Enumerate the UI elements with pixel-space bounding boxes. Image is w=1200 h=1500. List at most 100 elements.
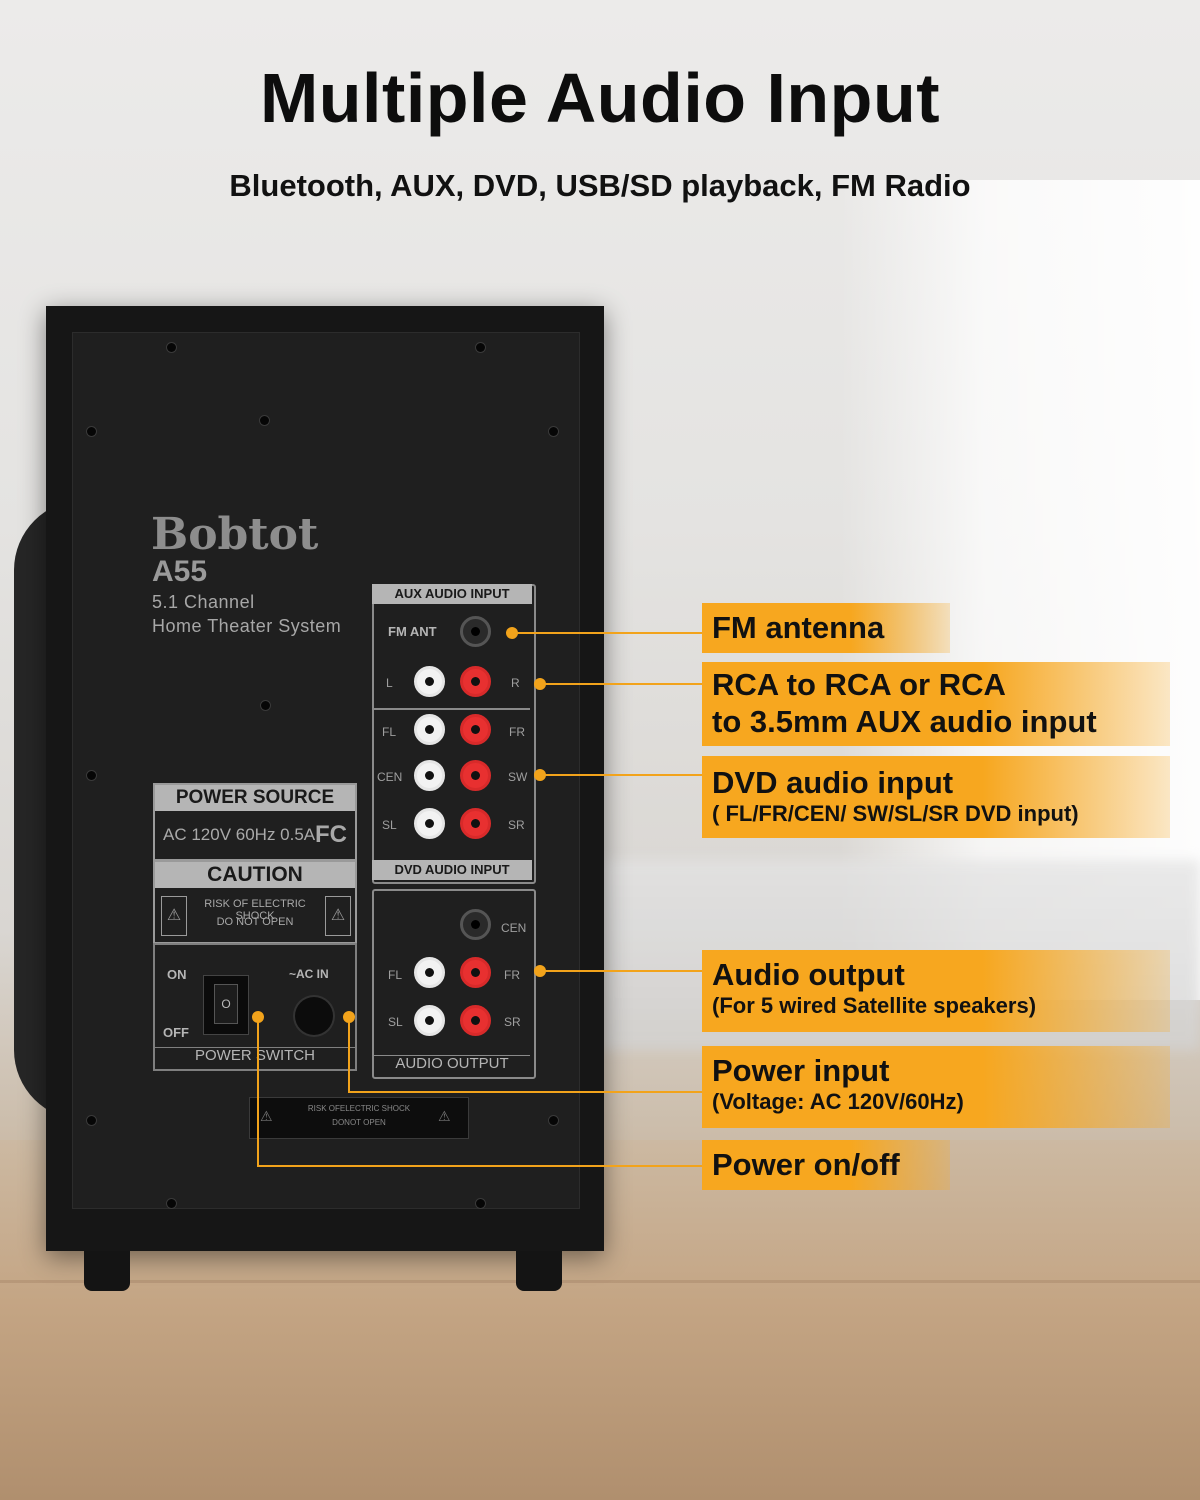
- aux-right-jack[interactable]: [460, 666, 491, 697]
- switch-off-label: OFF: [163, 1025, 189, 1040]
- caution-title: CAUTION: [155, 862, 355, 888]
- aux-dvd-divider: [374, 708, 530, 710]
- subwoofer-foot-left: [84, 1251, 130, 1291]
- aux-callout-line: [540, 683, 702, 685]
- out-fr-jack[interactable]: [460, 957, 491, 988]
- ac-power-socket[interactable]: [295, 997, 333, 1035]
- ac-in-label: ~AC IN: [289, 967, 329, 981]
- exclamation-warning-icon: ⚠: [325, 896, 351, 936]
- callout-audio-output-sub: (For 5 wired Satellite speakers): [712, 993, 1037, 1018]
- caution-line1: RISK OF ELECTRIC SHOCK: [204, 898, 306, 922]
- subwoofer-back-panel: Bobtot A55 5.1 Channel Home Theater Syst…: [46, 306, 604, 1291]
- screw-icon: [476, 343, 485, 352]
- bottom-warning-line1: RISK OFELECTRIC SHOCK: [307, 1104, 411, 1113]
- screw-icon: [167, 1199, 176, 1208]
- dvd-fl-jack[interactable]: [414, 714, 445, 745]
- aux-left-label: L: [386, 676, 393, 690]
- out-fr-label: FR: [504, 968, 520, 982]
- dvd-fr-jack[interactable]: [460, 714, 491, 745]
- callout-dvd-input-title: DVD audio input: [712, 765, 954, 800]
- out-sl-label: SL: [388, 1015, 403, 1029]
- bottom-warning-plate: ⚠ RISK OFELECTRIC SHOCK DONOT OPEN ⚠: [249, 1097, 469, 1139]
- dvd-callout-line: [540, 774, 702, 776]
- out-cen-jack[interactable]: [460, 909, 491, 940]
- floor-grain: [0, 1280, 1200, 1283]
- dvd-sr-label: SR: [508, 818, 525, 832]
- callout-aux-input-line1: RCA to RCA or RCA: [712, 667, 1006, 702]
- callout-power-input-sub: (Voltage: AC 120V/60Hz): [712, 1089, 964, 1114]
- switch-on-label: ON: [167, 967, 187, 982]
- dvd-fl-label: FL: [382, 725, 397, 739]
- product-description-line1: 5.1 Channel: [152, 592, 255, 612]
- power-input-callout-line: [348, 1091, 702, 1093]
- out-sr-jack[interactable]: [460, 1005, 491, 1036]
- shock-warning-icon: ⚠: [161, 896, 187, 936]
- dvd-sl-jack[interactable]: [414, 808, 445, 839]
- out-cen-label: CEN: [501, 921, 527, 935]
- input-jack-panel: AUX AUDIO INPUT FM ANT L R FL FR CEN SW …: [372, 584, 536, 884]
- power-switch-panel: ON OFF O ~AC IN POWER SWITCH: [153, 943, 357, 1071]
- out-fl-label: FL: [388, 968, 403, 982]
- warning-triangle-icon: ⚠: [438, 1108, 451, 1124]
- screw-icon: [87, 1116, 96, 1125]
- callout-fm-antenna-title: FM antenna: [712, 610, 885, 645]
- callout-dvd-input-sub: ( FL/FR/CEN/ SW/SL/SR DVD input): [712, 801, 1079, 826]
- product-description-line2: Home Theater System: [152, 616, 342, 636]
- headline: Multiple Audio Input: [259, 59, 941, 137]
- fm-antenna-callout-line: [512, 632, 702, 634]
- output-divider: [374, 1055, 530, 1056]
- caution-label: CAUTION ⚠ RISK OF ELECTRIC SHOCK DO NOT …: [153, 860, 357, 944]
- screw-icon: [87, 771, 96, 780]
- fm-antenna-jack[interactable]: [460, 616, 491, 647]
- power-source-title: POWER SOURCE: [155, 785, 355, 811]
- callout-aux-input: RCA to RCA or RCA to 3.5mm AUX audio inp…: [702, 662, 1170, 746]
- callout-fm-antenna: FM antenna: [702, 603, 950, 653]
- screw-icon: [549, 1116, 558, 1125]
- power-source-label: POWER SOURCE AC 120V 60Hz 0.5A FC: [153, 783, 357, 861]
- rocker-switch-symbol: O: [214, 984, 238, 1024]
- subwoofer-foot-right: [516, 1251, 562, 1291]
- bottom-warning-line2: DONOT OPEN: [332, 1118, 386, 1127]
- out-sl-jack[interactable]: [414, 1005, 445, 1036]
- callout-power-input: Power input (Voltage: AC 120V/60Hz): [702, 1046, 1170, 1128]
- warning-triangle-icon: ⚠: [260, 1108, 273, 1124]
- aux-input-title: AUX AUDIO INPUT: [372, 584, 532, 604]
- callout-dvd-input: DVD audio input ( FL/FR/CEN/ SW/SL/SR DV…: [702, 756, 1170, 838]
- callout-power-switch-title: Power on/off: [712, 1147, 900, 1182]
- fcc-logo: FC: [315, 821, 347, 848]
- screw-icon: [261, 701, 270, 710]
- callout-aux-input-line2: to 3.5mm AUX audio input: [712, 704, 1097, 739]
- subheadline: Bluetooth, AUX, DVD, USB/SD playback, FM…: [229, 168, 971, 203]
- dvd-sw-label: SW: [508, 770, 528, 784]
- dvd-sw-jack[interactable]: [460, 760, 491, 791]
- caution-line2: DO NOT OPEN: [216, 916, 294, 928]
- output-jack-panel: CEN FL FR SL SR AUDIO OUTPUT: [372, 889, 536, 1079]
- dvd-cen-jack[interactable]: [414, 760, 445, 791]
- rear-plate: Bobtot A55 5.1 Channel Home Theater Syst…: [72, 332, 580, 1209]
- dvd-cen-label: CEN: [377, 770, 403, 784]
- power-input-callout-vline: [348, 1017, 350, 1092]
- rocker-switch[interactable]: O: [203, 975, 249, 1035]
- callout-audio-output: Audio output (For 5 wired Satellite spea…: [702, 950, 1170, 1032]
- screw-icon: [260, 416, 269, 425]
- dvd-sl-label: SL: [382, 818, 397, 832]
- power-source-spec: AC 120V 60Hz 0.5A: [163, 825, 316, 844]
- screw-icon: [549, 427, 558, 436]
- out-fl-jack[interactable]: [414, 957, 445, 988]
- aux-left-jack[interactable]: [414, 666, 445, 697]
- dvd-fr-label: FR: [509, 725, 525, 739]
- out-sr-label: SR: [504, 1015, 521, 1029]
- screw-icon: [476, 1199, 485, 1208]
- callout-power-input-title: Power input: [712, 1053, 890, 1088]
- power-switch-divider: [155, 1047, 355, 1048]
- screw-icon: [167, 343, 176, 352]
- audio-output-callout-line: [540, 970, 702, 972]
- fm-ant-label: FM ANT: [388, 624, 437, 639]
- aux-right-label: R: [511, 676, 520, 690]
- dvd-input-title: DVD AUDIO INPUT: [372, 860, 532, 880]
- brand-logo: Bobtot: [151, 509, 319, 560]
- screw-icon: [87, 427, 96, 436]
- audio-output-title: AUDIO OUTPUT: [395, 1055, 509, 1072]
- dvd-sr-jack[interactable]: [460, 808, 491, 839]
- power-switch-title: POWER SWITCH: [195, 1047, 315, 1064]
